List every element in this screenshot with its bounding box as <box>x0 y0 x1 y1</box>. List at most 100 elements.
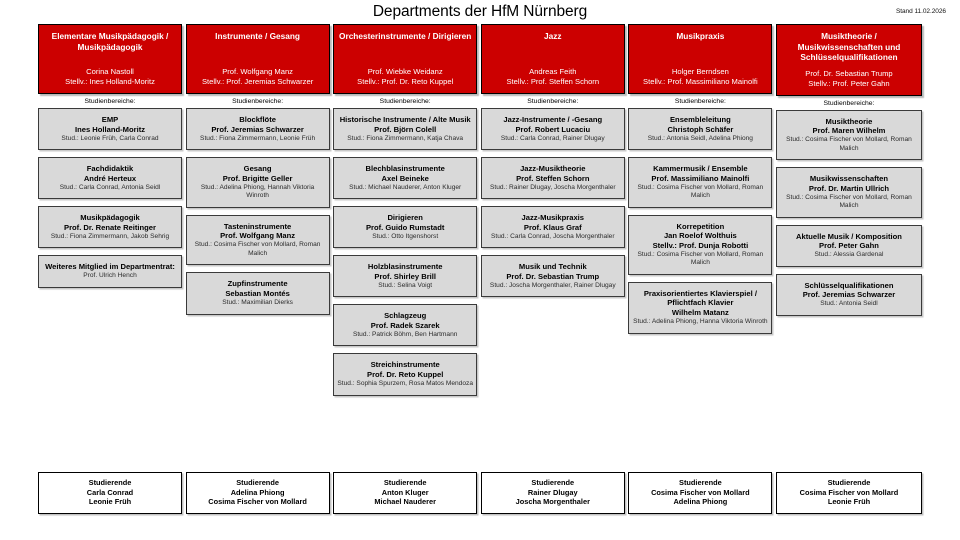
study-area-title: Jazz-Instrumente / -Gesang <box>503 115 603 124</box>
department-column: Elementare Musikpädagogik / Musikpädagog… <box>38 24 182 540</box>
study-area-title: Zupfinstrumente <box>227 279 288 289</box>
department-board: Elementare Musikpädagogik / Musikpädagog… <box>0 24 960 540</box>
student-name: Anton Kluger <box>381 487 429 497</box>
department-box[interactable]: Musiktheorie / Musikwissenschaften und S… <box>775 24 922 96</box>
study-areas-caption: Studienbereiche: <box>527 98 579 105</box>
study-area-title: Gesang <box>243 164 272 174</box>
study-area-title: Musik und Technik <box>518 262 587 272</box>
department-deputy: Stellv.: Ines Holland-Moritz <box>65 77 155 86</box>
study-area-title: Musikwissenschaften <box>809 174 888 184</box>
department-lead: Andreas Feith <box>529 67 577 76</box>
study-areas-caption: Studienbereiche: <box>379 98 431 105</box>
study-area-box[interactable]: Praxisorientiertes Klavierspiel / Pflich… <box>628 281 773 334</box>
study-area-box[interactable]: Weiteres Mitglied im Departmentrat:Prof.… <box>38 255 182 288</box>
study-area-title: Blechblasinstrumente <box>365 164 445 174</box>
study-area-head: Jan Roelof Wolthuis <box>663 231 737 241</box>
student-name: Cosima Fischer von Mollard <box>799 487 899 497</box>
department-lead: Prof. Dr. Sebastian Trump <box>805 68 893 78</box>
study-area-title: Fachdidaktik <box>86 164 134 174</box>
student-name: Leonie Früh <box>88 497 132 507</box>
study-area-students: Prof. Ulrich Hench <box>83 272 137 280</box>
study-areas-caption: Studienbereiche: <box>674 98 726 105</box>
study-area-students: Stud.: Carla Conrad, Antonia Seidl <box>59 183 161 191</box>
department-deputy: Stellv.: Prof. Dr. Reto Kuppel <box>357 77 454 86</box>
department-column: Musiktheorie / Musikwissenschaften und S… <box>775 24 922 540</box>
student-name: Cosima Fischer von Mollard <box>651 487 750 497</box>
study-areas-caption: Studienbereiche: <box>232 98 284 105</box>
department-name: Musikpraxis <box>676 31 725 41</box>
student-name: Joscha Morgenthaler <box>515 497 590 507</box>
study-area-head: Prof. Shirley Brill <box>374 271 436 281</box>
study-area-head: Prof. Radek Szarek <box>370 320 440 330</box>
student-name: Leonie Früh <box>827 497 871 507</box>
study-area-students: Stud.: Alessia Gardenal <box>814 251 884 259</box>
study-area-title: Historische Instrumente / Alte Musik <box>339 115 471 124</box>
study-area-deputy: Stellv.: Prof. Dunja Robotti <box>652 240 749 250</box>
department-lead: Prof. Wiebke Weidanz <box>367 67 443 76</box>
study-area-students: Stud.: Fiona Zimmermann, Leonie Früh <box>200 134 316 142</box>
study-area-students: Stud.: Selina Voigt <box>378 281 433 289</box>
students-label: Studierende <box>531 478 575 488</box>
department-box[interactable]: Elementare Musikpädagogik / Musikpädagog… <box>38 24 182 94</box>
study-area-students: Stud.: Joscha Morgenthaler, Rainer Dluga… <box>489 281 616 289</box>
study-area-students: Stud.: Cosima Fischer von Mollard, Roman… <box>637 250 764 267</box>
study-area-students: Stud.: Adelina Phiong, Hannah Viktoria W… <box>200 183 315 200</box>
study-area-head: Prof. Dr. Martin Ullrich <box>808 183 890 193</box>
department-deputy: Stellv.: Prof. Massimiliano Mainolfi <box>643 77 758 86</box>
students-label: Studierende <box>88 478 132 488</box>
students-label: Studierende <box>383 478 427 488</box>
department-name: Elementare Musikpädagogik / Musikpädagog… <box>51 31 169 52</box>
study-area-head: Prof. Brigitte Geller <box>222 173 293 183</box>
study-area-head: Prof. Peter Gahn <box>819 241 879 251</box>
study-area-students: Stud.: Cosima Fischer von Mollard, Roman… <box>637 183 764 200</box>
study-area-students: Stud.: Michael Nauderer, Anton Kluger <box>349 183 462 191</box>
study-area-title: Blockflöte <box>239 115 276 124</box>
study-area-head: Ines Holland-Moritz <box>74 124 146 134</box>
study-area-title: Musikpädagogik <box>80 213 140 223</box>
study-area-students: Stud.: Fiona Zimmermann, Jakob Sehrig <box>50 232 170 240</box>
study-area-head: André Herteux <box>83 173 137 183</box>
student-name: Cosima Fischer von Mollard <box>208 497 307 507</box>
study-areas-caption: Studienbereiche: <box>823 99 875 107</box>
